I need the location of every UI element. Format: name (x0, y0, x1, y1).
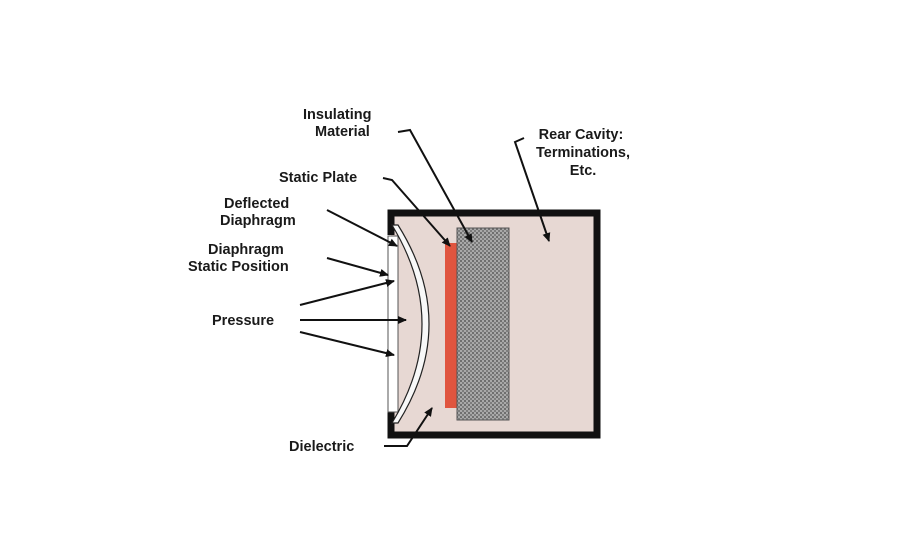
leader-pressure-upper (299, 279, 395, 306)
label-dielectric: Dielectric (289, 439, 354, 455)
label-pressure: Pressure (212, 313, 274, 329)
leader-deflected-diaphragm (326, 209, 398, 247)
leader-pressure-lower (299, 331, 395, 357)
housing-outline (387, 209, 601, 439)
label-diaphragm-static-position: Diaphragm Static Position (188, 242, 289, 275)
leader-dielectric (384, 407, 433, 447)
label-insulating-material: Insulating Material (303, 107, 376, 140)
leader-diaphragm-static-position (326, 257, 389, 277)
insulating-material (456, 227, 510, 421)
leader-rear-cavity (513, 137, 551, 242)
diaphragm-static-position (387, 235, 399, 413)
leader-lines (299, 128, 551, 447)
leader-insulating-material (397, 128, 473, 243)
static-plate (445, 243, 459, 408)
label-deflected-diaphragm: Deflected Diaphragm (220, 196, 296, 229)
leader-static-plate (382, 177, 451, 247)
deflected-diaphragm (390, 224, 430, 424)
label-rear-cavity: Rear Cavity: Terminations, Etc. (536, 127, 634, 179)
label-static-plate: Static Plate (279, 170, 357, 186)
